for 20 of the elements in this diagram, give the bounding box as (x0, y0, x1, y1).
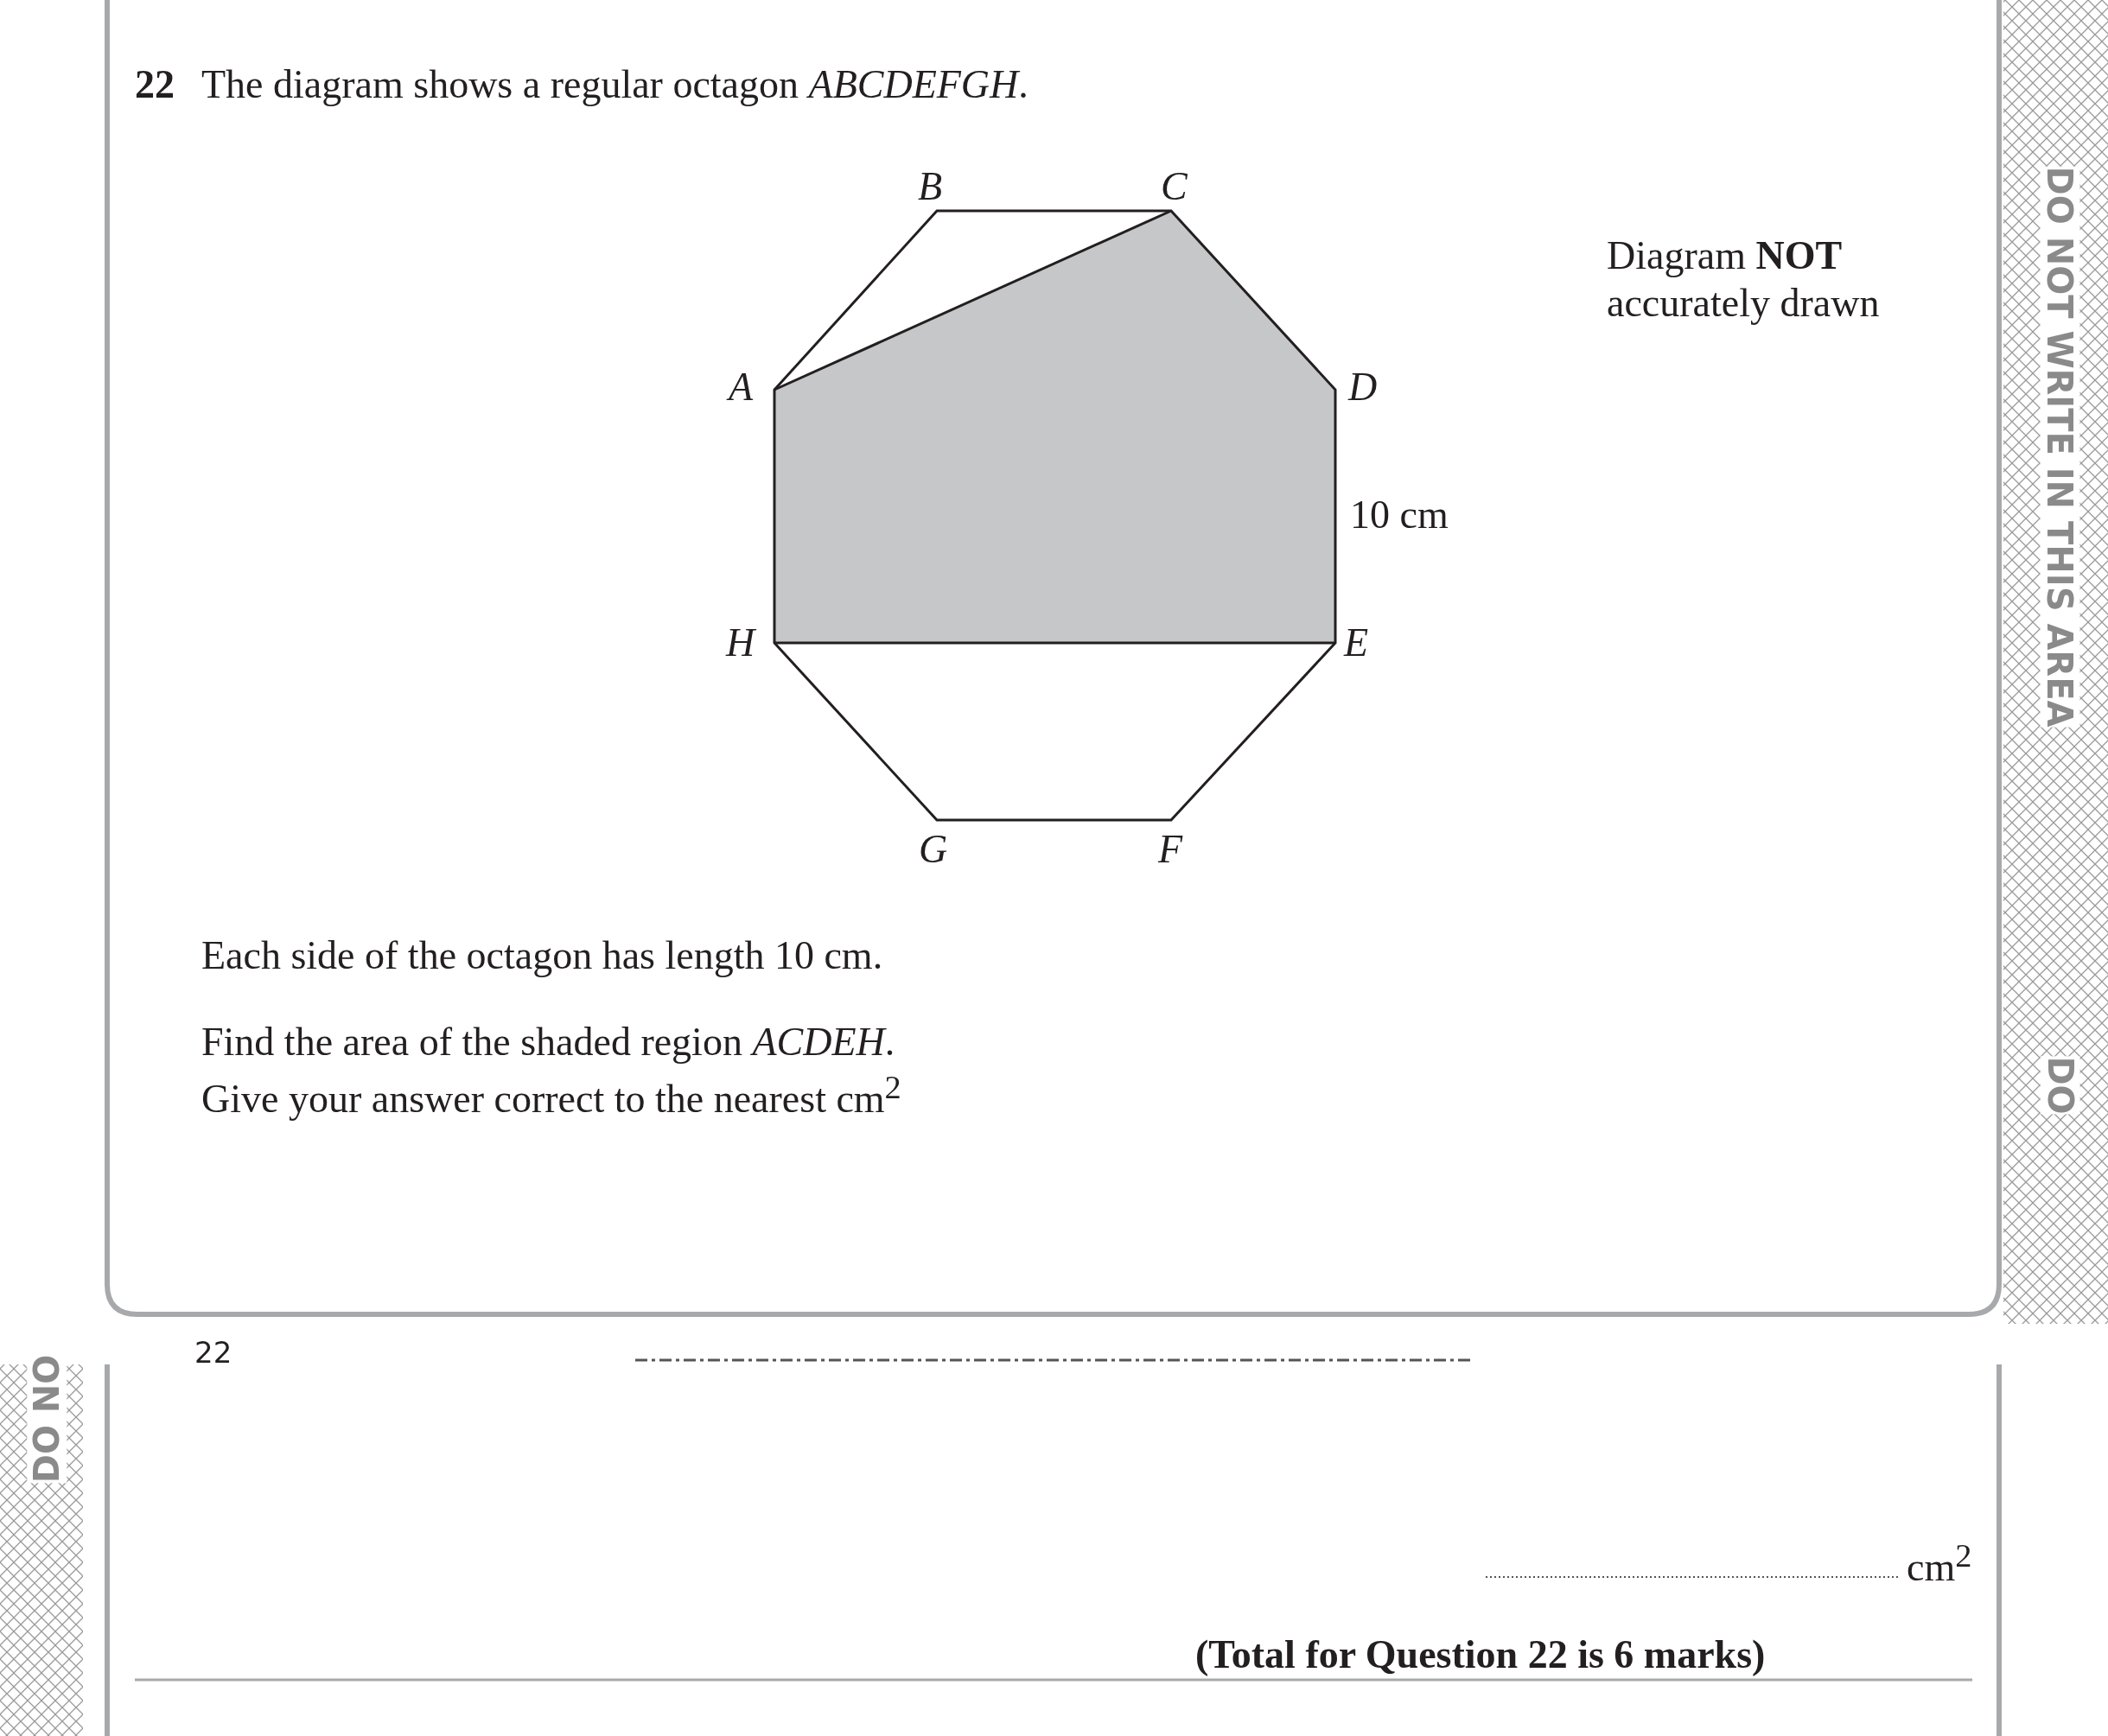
vertex-label: H (726, 620, 755, 666)
margin-warning: DO NOT WRITE IN THIS AREA (2039, 166, 2079, 728)
question-number: 22 (135, 61, 175, 108)
question-number: 22 (194, 1335, 232, 1364)
instruction-text: Each side of the octagon has length 10 cm. (201, 932, 883, 979)
vertex-label: G (919, 826, 948, 873)
question-text: The diagram shows a regular octagon ABCDEFGH. (201, 61, 1029, 108)
margin-warning: DO NO (26, 1354, 67, 1484)
total-marks: (Total for Question 22 is 6 marks) (1195, 1631, 1766, 1678)
diagram-note: Diagram NOT accurately drawn (1607, 232, 1881, 327)
unit-label: cm$^{2}$ (1907, 1536, 1972, 1592)
vertex-label: D (1348, 364, 1378, 410)
vertex-label: F (1158, 826, 1183, 873)
length-label: 10 cm (1350, 492, 1449, 538)
vertex-label: B (918, 163, 943, 210)
vertex-label: E (1344, 620, 1369, 666)
vertex-label: C (1161, 163, 1188, 210)
instruction-text: Give your answer correct to the nearest cm$^{2}$ (201, 1068, 901, 1123)
margin-warning: DO (2040, 1056, 2080, 1115)
instruction-text: Find the area of the shaded region ACDEH. (201, 1019, 895, 1065)
